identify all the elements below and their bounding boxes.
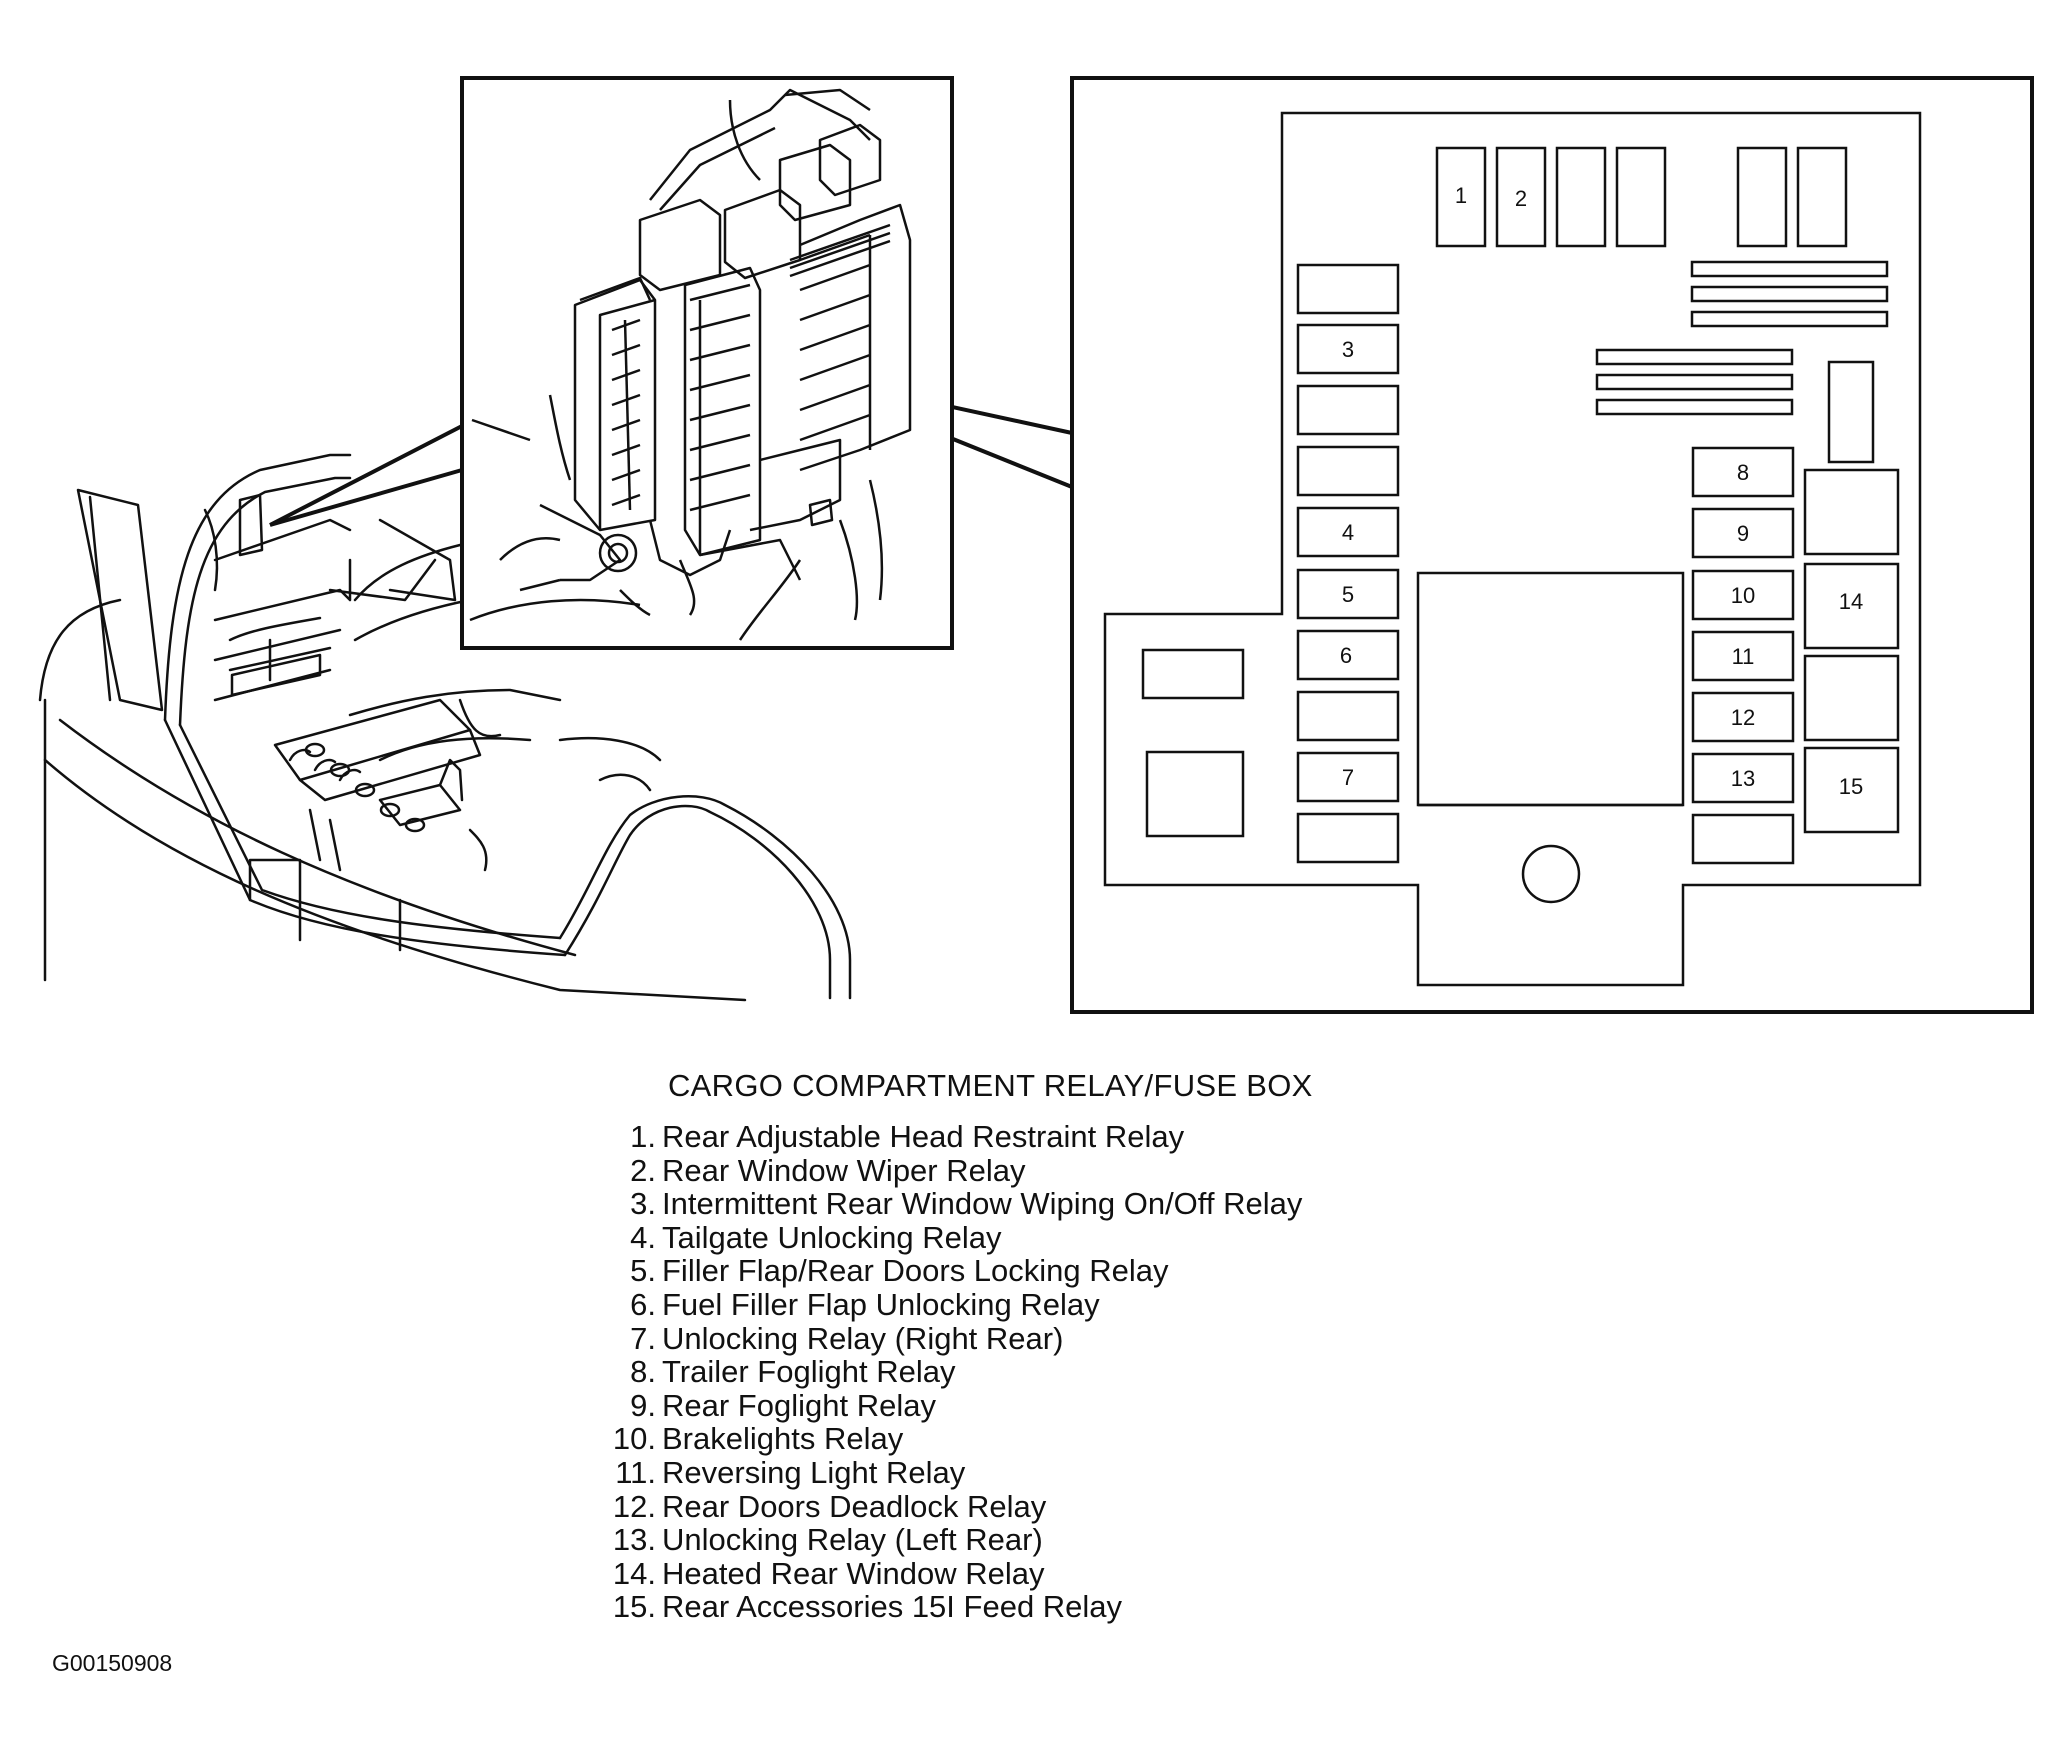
slot-number-7: 7 — [1342, 765, 1354, 790]
slot-number-2: 2 — [1515, 186, 1527, 211]
relay-slot-5 — [1296, 568, 1400, 620]
legend-number: 6. — [630, 1286, 656, 1322]
legend-number: 5. — [630, 1253, 656, 1289]
legend-label: Reversing Light Relay — [662, 1454, 966, 1490]
relay-slot-7 — [1296, 751, 1400, 803]
legend-number: 10. — [612, 1421, 656, 1457]
slot-number-5: 5 — [1342, 582, 1354, 607]
legend-number: 2. — [630, 1152, 656, 1188]
legend-label: Brakelights Relay — [662, 1421, 904, 1457]
legend-number: 1. — [630, 1119, 656, 1154]
legend-label: Rear Window Wiper Relay — [662, 1152, 1026, 1188]
slot-number-3: 3 — [1342, 337, 1354, 362]
slot-number-4: 4 — [1342, 520, 1354, 545]
slot-number-10: 10 — [1731, 583, 1755, 608]
slot-number-13: 13 — [1731, 766, 1755, 791]
slot-number-1: 1 — [1455, 183, 1467, 208]
legend-item: 5.Filler Flap/Rear Doors Locking Relay — [596, 1254, 1302, 1288]
legend-label: Tailgate Unlocking Relay — [662, 1219, 1002, 1255]
legend-label: Unlocking Relay (Left Rear) — [662, 1522, 1043, 1558]
legend-item: 6.Fuel Filler Flap Unlocking Relay — [596, 1288, 1302, 1322]
legend-label: Rear Doors Deadlock Relay — [662, 1488, 1047, 1524]
relay-slot-11 — [1691, 630, 1795, 682]
legend-item: 15.Rear Accessories 15I Feed Relay — [596, 1590, 1302, 1624]
legend-item: 14.Heated Rear Window Relay — [596, 1555, 1302, 1591]
legend-label: Fuel Filler Flap Unlocking Relay — [662, 1286, 1100, 1322]
legend-number: 4. — [630, 1219, 656, 1255]
trunk-battery — [304, 742, 426, 833]
slot-number-12: 12 — [1731, 705, 1755, 730]
relay-slot-3 — [1296, 323, 1400, 375]
legend-label: Intermittent Rear Window Wiping On/Off R… — [662, 1186, 1303, 1222]
diagram-title: CARGO COMPARTMENT RELAY/FUSE BOX — [668, 1068, 1313, 1103]
legend-number: 3. — [630, 1186, 656, 1222]
relay-slot-top-6 — [1796, 146, 1848, 248]
legend-number: 11. — [615, 1454, 656, 1490]
legend-item: 9.Rear Foglight Relay — [596, 1387, 1302, 1423]
slot-number-labels: 1 2 3 4 5 6 7 8 9 10 11 12 13 14 15 — [1340, 183, 1863, 799]
fuse-box-layout — [1070, 76, 2034, 1014]
legend-number: 15. — [612, 1589, 656, 1625]
legend-item: 8.Trailer Foglight Relay — [596, 1355, 1302, 1389]
legend-label: Heated Rear Window Relay — [662, 1555, 1045, 1591]
slot-number-8: 8 — [1737, 460, 1749, 485]
slot-number-6: 6 — [1340, 643, 1352, 668]
relay-slot-top-4 — [1615, 146, 1667, 248]
legend-item: 10.Brakelights Relay — [596, 1422, 1302, 1456]
legend-item: 4.Tailgate Unlocking Relay — [596, 1219, 1302, 1255]
legend-label: Rear Adjustable Head Restraint Relay — [662, 1119, 1185, 1154]
legend-label: Rear Accessories 15I Feed Relay — [662, 1589, 1123, 1625]
legend-number: 9. — [630, 1387, 656, 1423]
legend-item: 7.Unlocking Relay (Right Rear) — [596, 1320, 1302, 1356]
relay-slot-9 — [1691, 507, 1795, 559]
legend-number: 12. — [612, 1488, 656, 1524]
relay-slot-1 — [1435, 146, 1487, 248]
legend-label: Rear Foglight Relay — [662, 1387, 936, 1423]
relay-slot-top-5 — [1736, 146, 1788, 248]
slot-number-15: 15 — [1839, 774, 1863, 799]
relay-slot-12 — [1691, 691, 1795, 743]
relay-slot-10 — [1691, 569, 1795, 621]
legend-item: 1.Rear Adjustable Head Restraint Relay — [596, 1120, 1302, 1154]
legend-item: 3.Intermittent Rear Window Wiping On/Off… — [596, 1187, 1302, 1221]
mounting-bolt — [598, 533, 638, 573]
relay-slot-top-3 — [1555, 146, 1607, 248]
slot-number-14: 14 — [1839, 589, 1863, 614]
legend-label: Filler Flap/Rear Doors Locking Relay — [662, 1253, 1169, 1289]
legend-number: 14. — [612, 1555, 656, 1591]
relay-slot-13 — [1691, 752, 1795, 804]
legend-item: 11.Reversing Light Relay — [596, 1456, 1302, 1490]
legend-item: 12.Rear Doors Deadlock Relay — [596, 1488, 1302, 1524]
legend-number: 13. — [612, 1522, 656, 1558]
relay-slot-6 — [1296, 629, 1400, 681]
relay-slot-14 — [1803, 562, 1900, 650]
legend-number: 7. — [630, 1320, 656, 1356]
legend-item: 13.Unlocking Relay (Left Rear) — [596, 1523, 1302, 1557]
vehicle-rear-sketch — [38, 453, 852, 1002]
relay-slot-2 — [1495, 146, 1547, 248]
relay-slot-15 — [1803, 746, 1900, 834]
relay-legend: 1.Rear Adjustable Head Restraint Relay 2… — [596, 1120, 1302, 1624]
figure-code: G00150908 — [52, 1650, 173, 1676]
detail-inset — [460, 76, 954, 650]
legend-label: Trailer Foglight Relay — [662, 1354, 956, 1390]
relay-slot-8 — [1691, 446, 1795, 498]
legend-item: 2.Rear Window Wiper Relay — [596, 1152, 1302, 1188]
relay-slot-4 — [1296, 506, 1400, 558]
legend-label: Unlocking Relay (Right Rear) — [662, 1320, 1064, 1356]
legend-number: 8. — [630, 1354, 656, 1390]
slot-number-9: 9 — [1737, 521, 1749, 546]
slot-number-11: 11 — [1732, 644, 1755, 669]
